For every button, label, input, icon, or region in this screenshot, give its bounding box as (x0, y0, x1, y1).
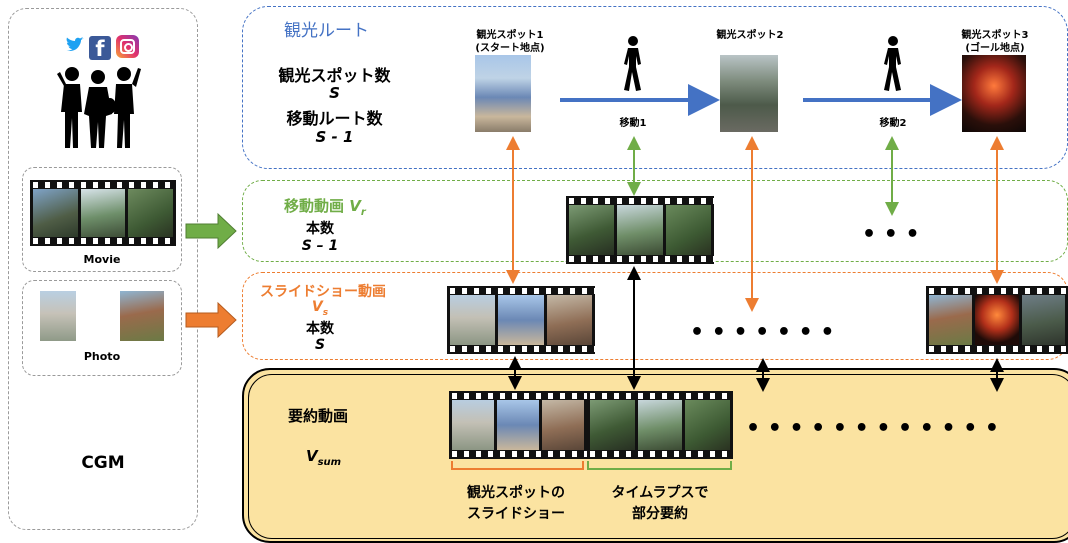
move-video-count-symbol: S – 1 (301, 238, 339, 254)
photo-to-slideshow-arrow (185, 301, 237, 339)
photo-label: Photo (83, 350, 121, 363)
cgm-panel (8, 8, 198, 530)
spot2-name: 観光スポット2 (716, 30, 784, 41)
route-move-count-label: 移動ルート数 (286, 109, 383, 128)
spot3-photo (962, 55, 1026, 132)
summary-symbol-v: V (306, 447, 318, 465)
spot3-name: 観光スポット3 (961, 30, 1029, 41)
move-video-film-strip (566, 196, 714, 264)
move2-label: 移動2 (879, 118, 907, 129)
twitter-bird-icon (64, 36, 86, 56)
slideshow-symbol: Vs (290, 299, 350, 318)
instagram-icon (116, 35, 139, 58)
slideshow-title: スライドショー動画 (260, 284, 386, 300)
route-spot-count-label: 観光スポット数 (278, 66, 391, 85)
cgm-movie-box (22, 167, 182, 272)
move-video-symbol-v: V (349, 197, 361, 215)
cgm-photo-2 (120, 291, 164, 341)
caption-slideshow-line2: スライドショー (467, 506, 565, 522)
tourists-silhouette-icon (52, 62, 144, 150)
spot1-sub: (スタート地点) (475, 43, 545, 54)
movie-label: Movie (83, 253, 121, 266)
spot3-sub: (ゴール地点) (965, 43, 1025, 54)
spot2-photo (720, 55, 778, 132)
summary-film-strip-slideshow (449, 391, 587, 459)
movie-to-move-arrow (185, 212, 237, 250)
slideshow-symbol-sub: s (322, 307, 329, 318)
slideshow-ellipsis: • • • • • • • (690, 320, 835, 345)
slideshow-count-symbol: S (314, 337, 326, 353)
route-spot-count-symbol: S (329, 84, 340, 102)
move-video-ellipsis: • • • (862, 222, 920, 247)
caption-timelapse-line1: タイムラプスで (611, 485, 709, 501)
move-video-title-text: 移動動画 (284, 197, 345, 215)
move1-label: 移動1 (619, 118, 647, 129)
cgm-movie-film-strip (30, 180, 176, 246)
move-video-title: 移動動画 Vr (284, 195, 366, 218)
facebook-icon: f (89, 36, 111, 61)
summary-title: 要約動画 (288, 407, 349, 425)
cgm-label: CGM (81, 453, 125, 473)
walking-person-icon-2 (880, 36, 906, 92)
summary-ellipsis: • • • • • • • • • • • • (746, 416, 999, 441)
route-title: 観光ルート (284, 21, 369, 41)
slideshow-film-strip-1 (447, 286, 595, 354)
cgm-photo-1 (40, 291, 76, 341)
slideshow-count-label: 本数 (306, 321, 334, 337)
timelapse-bracket (587, 461, 732, 470)
slideshow-film-strip-s (926, 286, 1068, 354)
move-video-symbol: Vr (349, 197, 366, 218)
summary-film-strip-timelapse (587, 391, 733, 459)
caption-timelapse-line2: 部分要約 (632, 506, 688, 522)
summary-symbol: Vsum (306, 447, 341, 468)
spot1-name: 観光スポット1 (476, 30, 544, 41)
route-move-count-symbol: S - 1 (315, 128, 354, 146)
cgm-photo-box (22, 280, 182, 376)
move-video-symbol-sub: r (360, 207, 366, 218)
slideshow-symbol-v: V (311, 299, 323, 315)
move-video-count-label: 本数 (306, 221, 334, 237)
summary-symbol-sub: sum (317, 457, 342, 468)
walking-person-icon-1 (620, 36, 646, 92)
caption-slideshow-line1: 観光スポットの (467, 485, 565, 501)
slideshow-bracket (451, 461, 584, 470)
spot1-photo (475, 55, 531, 132)
